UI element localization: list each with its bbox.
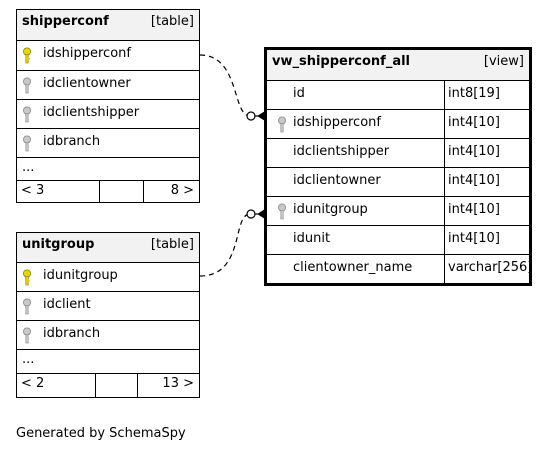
table-kind: [table] (150, 237, 194, 252)
column-type-cell: int8[19] (445, 81, 529, 109)
column-row[interactable]: idbranch (17, 320, 199, 349)
table-name: shipperconf (22, 14, 109, 29)
ellipsis: ... (22, 352, 35, 367)
table-footer: < 3 8 > (17, 180, 199, 202)
table-shipperconf[interactable]: shipperconf [table] idshipperconf idclie… (16, 9, 200, 203)
column-row[interactable]: idshipperconf (17, 40, 199, 70)
footer-children[interactable]: 8 > (144, 181, 199, 202)
table-kind: [table] (150, 14, 194, 29)
column-row[interactable]: idclientshipper (17, 99, 199, 128)
column-name: idshipperconf (43, 46, 131, 61)
column-type-cell: int4[10] (445, 110, 529, 138)
column-name: idclientshipper (293, 144, 390, 159)
column-name: idunitgroup (293, 202, 368, 217)
column-type: int8[19] (448, 86, 500, 101)
footer-middle (96, 374, 138, 397)
children-count: 8 > (170, 183, 194, 198)
column-type: int4[10] (448, 173, 500, 188)
foreign-key-icon (23, 106, 31, 123)
foreign-key-icon (23, 298, 31, 315)
column-name-cell: idshipperconf (267, 110, 445, 138)
table-unitgroup[interactable]: unitgroup [table] idunitgroup idclient i… (16, 232, 200, 398)
column-name: idbranch (43, 326, 101, 341)
column-name: idunitgroup (43, 268, 118, 283)
column-type: varchar[256] (448, 260, 533, 275)
column-name: idunit (293, 231, 331, 246)
connector-unitgroup-to-view (199, 213, 266, 277)
column-name: idbranch (43, 134, 101, 149)
column-row[interactable]: idbranch (17, 128, 199, 157)
column-name-cell: idclientowner (267, 168, 445, 196)
footer-middle (100, 181, 144, 202)
column-name-cell: id (267, 81, 445, 109)
column-row[interactable]: idclientshipper int4[10] (267, 138, 529, 167)
column-row[interactable]: idunitgroup (17, 262, 199, 291)
foreign-key-icon (23, 135, 31, 152)
column-row[interactable]: idunitgroup int4[10] (267, 196, 529, 225)
footer-children[interactable]: 13 > (138, 374, 199, 397)
column-row[interactable]: idclientowner int4[10] (267, 167, 529, 196)
column-name: idclientowner (43, 76, 131, 91)
column-row[interactable]: idclient (17, 291, 199, 320)
column-name-cell: idunitgroup (267, 197, 445, 225)
primary-key-icon (23, 47, 31, 64)
connector-end-circle (246, 209, 256, 219)
table-header[interactable]: vw_shipperconf_all [view] (267, 50, 529, 80)
column-name: clientowner_name (293, 260, 413, 275)
view-vw-shipperconf-all[interactable]: vw_shipperconf_all [view] id int8[19] id… (264, 47, 532, 286)
column-type: int4[10] (448, 202, 500, 217)
ellipsis-row: ... (17, 349, 199, 373)
table-footer: < 2 13 > (17, 373, 199, 397)
parents-count: < 2 (21, 376, 45, 391)
column-name-cell: idunit (267, 226, 445, 254)
connector-shipperconf-to-view (199, 54, 266, 117)
column-row[interactable]: idshipperconf int4[10] (267, 109, 529, 138)
column-type-cell: int4[10] (445, 168, 529, 196)
column-name: idclientshipper (43, 105, 140, 120)
connector-end-circle (246, 111, 256, 121)
column-name-cell: clientowner_name (267, 255, 445, 283)
foreign-key-icon (23, 77, 31, 94)
table-name: vw_shipperconf_all (272, 54, 411, 69)
primary-key-icon (23, 269, 31, 286)
column-type: int4[10] (448, 115, 500, 130)
footer-parents[interactable]: < 3 (17, 181, 100, 202)
column-type-cell: int4[10] (445, 226, 529, 254)
column-row[interactable]: clientowner_name varchar[256] (267, 254, 533, 283)
table-name: unitgroup (22, 237, 95, 252)
column-name: idclient (43, 297, 91, 312)
column-name-cell: idclientshipper (267, 139, 445, 167)
column-row[interactable]: id int8[19] (267, 80, 529, 109)
table-kind: [view] (483, 54, 524, 69)
column-type-cell: int4[10] (445, 139, 529, 167)
column-type-cell: int4[10] (445, 197, 529, 225)
generated-by-text: Generated by SchemaSpy (16, 426, 186, 441)
foreign-key-icon (23, 327, 31, 344)
column-row[interactable]: idunit int4[10] (267, 225, 529, 254)
foreign-key-icon (278, 203, 286, 220)
column-type: int4[10] (448, 144, 500, 159)
column-row[interactable]: idclientowner (17, 70, 199, 99)
table-header[interactable]: unitgroup [table] (17, 233, 199, 262)
parents-count: < 3 (21, 183, 45, 198)
column-type: int4[10] (448, 231, 500, 246)
children-count: 13 > (162, 376, 194, 391)
foreign-key-icon (278, 116, 286, 133)
column-name: idshipperconf (293, 115, 381, 130)
column-name: idclientowner (293, 173, 381, 188)
footer-parents[interactable]: < 2 (17, 374, 96, 397)
ellipsis-row: ... (17, 157, 199, 180)
table-header[interactable]: shipperconf [table] (17, 10, 199, 40)
ellipsis: ... (22, 160, 35, 175)
column-name: id (293, 86, 305, 101)
column-type-cell: varchar[256] (445, 255, 533, 283)
